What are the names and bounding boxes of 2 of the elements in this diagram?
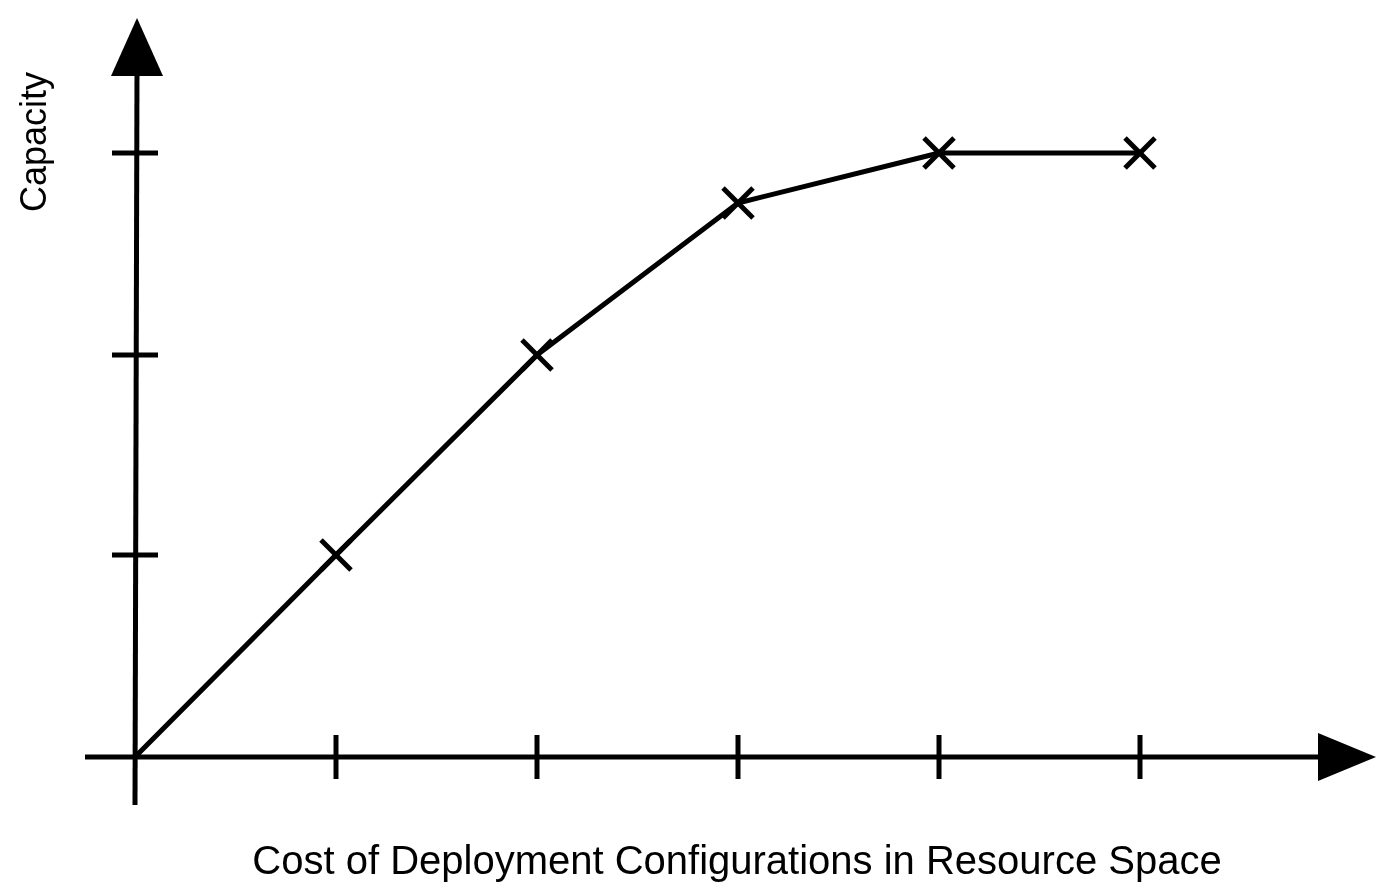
axis-title: Cost of Deployment Configurations in Resource Space <box>252 840 1222 880</box>
axis-title: Capacity <box>16 72 52 213</box>
